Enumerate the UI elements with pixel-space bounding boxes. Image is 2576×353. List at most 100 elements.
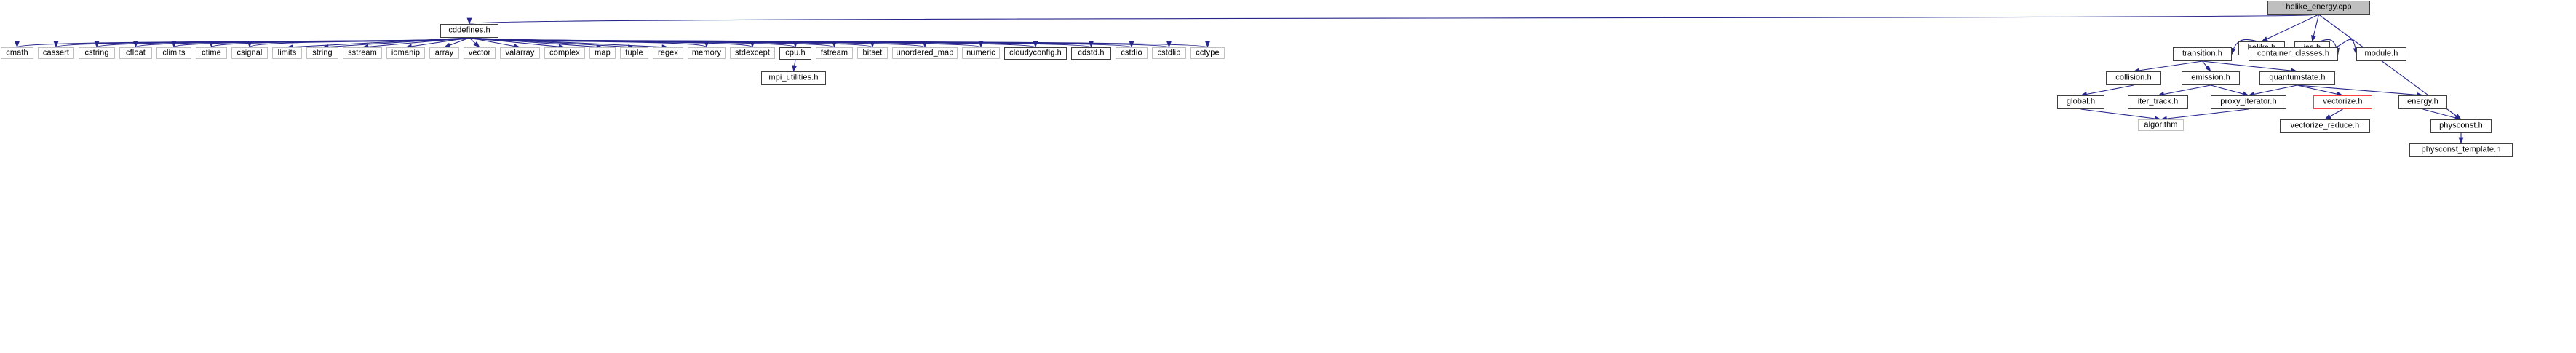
graph-node-label: helike_energy.cpp <box>2286 2 2352 12</box>
graph-edge-cddefines-h-to-cfloat <box>133 37 470 48</box>
graph-edge-cddefines-h-to-cctype <box>469 37 1210 48</box>
graph-node-mpi-utilities-h[interactable]: mpi_utilities.h <box>761 71 826 85</box>
graph-node-label: numeric <box>966 48 995 57</box>
graph-node-numeric[interactable]: numeric <box>962 47 1000 59</box>
graph-node-cddefines-h[interactable]: cddefines.h <box>440 24 498 38</box>
graph-edge-cddefines-h-to-tuple <box>469 37 635 50</box>
graph-node-climits[interactable]: climits <box>156 47 191 59</box>
graph-node-sstream[interactable]: sstream <box>343 47 382 59</box>
graph-node-label: ctime <box>202 48 221 57</box>
graph-edge-cddefines-h-to-string <box>322 37 470 49</box>
graph-edge-cddefines-h-to-valarray <box>469 37 521 49</box>
graph-node-memory[interactable]: memory <box>688 47 726 59</box>
graph-node-label: sstream <box>348 48 377 57</box>
graph-node-energy-h[interactable]: energy.h <box>2398 95 2447 109</box>
graph-edge-cddefines-h-to-stdexcept <box>469 37 755 48</box>
graph-node-container-classes-h[interactable]: container_classes.h <box>2249 47 2338 61</box>
graph-node-map[interactable]: map <box>589 47 616 59</box>
graph-edge-cddefines-h-to-cdstd-h <box>469 37 1094 48</box>
graph-node-string[interactable]: string <box>306 47 338 59</box>
graph-edge-cddefines-h-to-vector <box>469 37 480 48</box>
graph-node-label: vector <box>468 48 491 57</box>
graph-edge-energy-h-to-physconst-h <box>2422 108 2462 121</box>
graph-node-label: cloudyconfig.h <box>1009 48 1062 57</box>
graph-node-label: regex <box>657 48 679 57</box>
graph-node-label: vectorize_reduce.h <box>2290 121 2360 130</box>
graph-node-label: cstdlib <box>1157 48 1181 57</box>
graph-node-stdexcept[interactable]: stdexcept <box>730 47 775 59</box>
graph-node-transition-h[interactable]: transition.h <box>2173 47 2232 61</box>
graph-edge-helike-energy-cpp-to-helike-h <box>2261 14 2319 42</box>
graph-node-fstream[interactable]: fstream <box>816 47 853 59</box>
graph-node-label: energy.h <box>2407 97 2438 106</box>
graph-edge-cddefines-h-to-fstream <box>469 37 837 48</box>
graph-node-label: cddefines.h <box>448 25 490 35</box>
graph-node-csignal[interactable]: csignal <box>231 47 268 59</box>
graph-edge-cddefines-h-to-regex <box>469 37 669 50</box>
graph-node-label: iter_track.h <box>2137 97 2179 106</box>
graph-node-tuple[interactable]: tuple <box>620 47 648 59</box>
graph-node-label: climits <box>162 48 186 57</box>
graph-node-cfloat[interactable]: cfloat <box>119 47 152 59</box>
graph-node-vectorize-h[interactable]: vectorize.h <box>2313 95 2372 109</box>
graph-node-ctime[interactable]: ctime <box>196 47 227 59</box>
graph-node-label: vectorize.h <box>2323 97 2363 106</box>
graph-edge-cddefines-h-to-cassert <box>53 37 470 48</box>
graph-node-iter-track-h[interactable]: iter_track.h <box>2128 95 2188 109</box>
graph-node-cstdlib[interactable]: cstdlib <box>1152 47 1186 59</box>
graph-edge-cddefines-h-to-memory <box>469 37 709 48</box>
graph-edge-vectorize-h-to-vectorize-reduce-h <box>2324 108 2343 120</box>
graph-node-complex[interactable]: complex <box>544 47 585 59</box>
graph-node-iomanip[interactable]: iomanip <box>386 47 425 59</box>
graph-node-cmath[interactable]: cmath <box>1 47 33 59</box>
graph-edge-cddefines-h-to-cstdlib <box>469 37 1172 48</box>
graph-node-limits[interactable]: limits <box>272 47 302 59</box>
graph-node-label: module.h <box>2364 49 2398 58</box>
graph-edge-cddefines-h-to-bitset <box>469 37 875 48</box>
graph-edge-helike-energy-cpp-to-cddefines-h <box>468 14 2320 25</box>
graph-node-cloudyconfig-h[interactable]: cloudyconfig.h <box>1004 47 1067 60</box>
graph-node-cassert[interactable]: cassert <box>38 47 74 59</box>
graph-node-proxy-iterator-h[interactable]: proxy_iterator.h <box>2211 95 2286 109</box>
graph-edge-collision-h-to-global-h <box>2080 84 2134 97</box>
graph-node-label: cfloat <box>126 48 146 57</box>
graph-node-quantumstate-h[interactable]: quantumstate.h <box>2259 71 2335 85</box>
graph-node-valarray[interactable]: valarray <box>500 47 540 59</box>
graph-node-module-h[interactable]: module.h <box>2356 47 2406 61</box>
graph-node-label: memory <box>691 48 722 57</box>
graph-node-vector[interactable]: vector <box>464 47 496 59</box>
graph-edge-cddefines-h-to-numeric <box>469 37 983 48</box>
graph-edge-proxy-iterator-h-to-algorithm <box>2160 108 2249 122</box>
graph-node-regex[interactable]: regex <box>653 47 683 59</box>
graph-edge-cddefines-h-to-cpu-h <box>469 37 798 48</box>
graph-node-label: mpi_utilities.h <box>768 73 819 82</box>
graph-node-label: physconst.h <box>2439 121 2483 130</box>
graph-node-vectorize-reduce-h[interactable]: vectorize_reduce.h <box>2280 119 2370 133</box>
graph-node-emission-h[interactable]: emission.h <box>2182 71 2240 85</box>
graph-edge-transition-h-to-collision-h <box>2133 60 2203 74</box>
graph-node-algorithm[interactable]: algorithm <box>2138 119 2184 131</box>
graph-node-label: limits <box>277 48 297 57</box>
graph-node-label: algorithm <box>2144 120 2178 129</box>
graph-node-label: cstring <box>84 48 109 57</box>
graph-edge-cddefines-h-to-map <box>469 37 603 49</box>
graph-node-label: bitset <box>862 48 883 57</box>
graph-node-cctype[interactable]: cctype <box>1190 47 1225 59</box>
graph-node-physconst-h[interactable]: physconst.h <box>2430 119 2492 133</box>
graph-node-label: string <box>312 48 333 57</box>
graph-node-helike-energy-cpp[interactable]: helike_energy.cpp <box>2267 1 2370 15</box>
graph-node-cstdio[interactable]: cstdio <box>1116 47 1148 59</box>
graph-node-cstring[interactable]: cstring <box>79 47 115 59</box>
graph-edge-quantumstate-h-to-proxy-iterator-h <box>2248 84 2298 97</box>
graph-node-physconst-template-h[interactable]: physconst_template.h <box>2409 143 2513 157</box>
graph-node-label: emission.h <box>2191 73 2230 82</box>
graph-node-bitset[interactable]: bitset <box>857 47 888 59</box>
graph-node-label: csignal <box>236 48 263 57</box>
graph-edge-cpu-h-to-mpi-utilities-h <box>792 59 798 72</box>
graph-node-collision-h[interactable]: collision.h <box>2106 71 2161 85</box>
graph-node-cdstd-h[interactable]: cdstd.h <box>1071 47 1111 60</box>
graph-node-array[interactable]: array <box>429 47 459 59</box>
graph-node-unordered-map[interactable]: unordered_map <box>892 47 958 59</box>
graph-node-cpu-h[interactable]: cpu.h <box>779 47 811 60</box>
graph-node-global-h[interactable]: global.h <box>2057 95 2104 109</box>
